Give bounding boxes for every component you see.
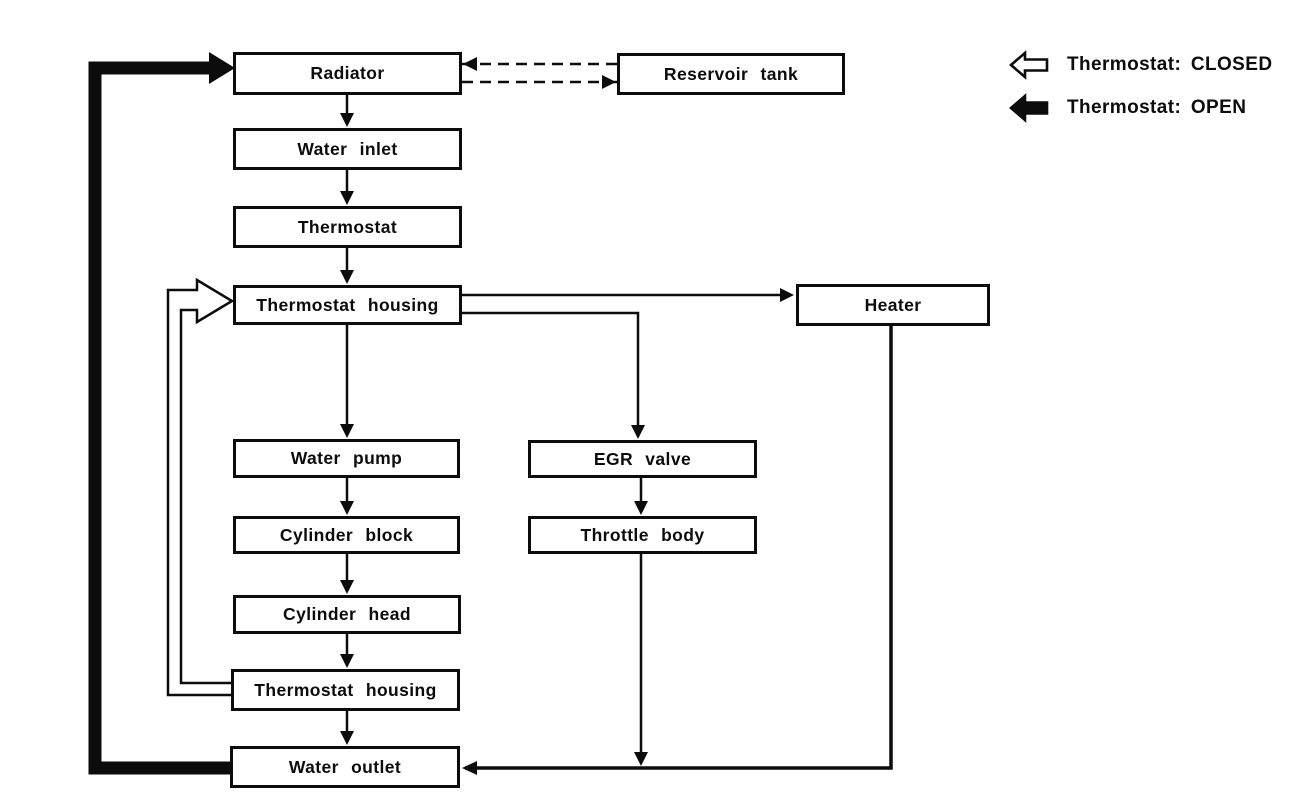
node-throttle-body: Throttle body bbox=[528, 516, 757, 554]
node-radiator: Radiator bbox=[233, 52, 462, 95]
arrowhead-into-reservoir bbox=[602, 75, 616, 89]
legend-label-thermostat-closed: Thermostat: CLOSED bbox=[1067, 54, 1273, 75]
arrowhead-heater bbox=[780, 288, 794, 302]
node-water-pump: Water pump bbox=[233, 439, 460, 478]
thick-arrowhead-into-radiator bbox=[209, 52, 235, 84]
node-cylinder-head: Cylinder head bbox=[233, 595, 461, 634]
node-egr-valve: EGR valve bbox=[528, 440, 757, 478]
edge-water-outlet-radiator-thick bbox=[88, 61, 230, 775]
node-water-outlet: Water outlet bbox=[230, 746, 460, 788]
arrowhead-water-pump bbox=[340, 424, 354, 438]
arrowhead-water-outlet-top bbox=[340, 731, 354, 745]
arrowhead-throttle-return bbox=[634, 752, 648, 766]
node-thermostat-housing-top: Thermostat housing bbox=[233, 285, 462, 325]
node-heater: Heater bbox=[796, 284, 990, 326]
arrowhead-egr bbox=[631, 425, 645, 439]
arrowhead-thermostat bbox=[340, 191, 354, 205]
arrowhead-cylinder-head bbox=[340, 580, 354, 594]
legend: Thermostat: CLOSED Thermostat: OPEN bbox=[1008, 50, 1272, 123]
node-cylinder-block: Cylinder block bbox=[233, 516, 460, 554]
node-reservoir-tank: Reservoir tank bbox=[617, 53, 845, 95]
node-thermostat: Thermostat bbox=[233, 206, 462, 248]
arrowhead-thermostat-housing-top bbox=[340, 270, 354, 284]
arrowhead-into-radiator-dashed bbox=[463, 57, 477, 71]
legend-row-thermostat-open: Thermostat: OPEN bbox=[1008, 93, 1272, 123]
thermostat-closed-arrow-icon bbox=[1009, 50, 1049, 80]
arrowhead-water-inlet bbox=[340, 113, 354, 127]
legend-label-thermostat-open: Thermostat: OPEN bbox=[1067, 97, 1247, 118]
legend-row-thermostat-closed: Thermostat: CLOSED bbox=[1008, 50, 1272, 80]
thermostat-open-arrow-icon bbox=[1009, 93, 1049, 123]
edge-bypass-hollow-pipe bbox=[166, 277, 235, 697]
node-water-inlet: Water inlet bbox=[233, 128, 462, 170]
edge-housing-egr bbox=[462, 311, 640, 428]
arrowhead-throttle bbox=[634, 501, 648, 515]
arrowhead-housing-bottom bbox=[340, 654, 354, 668]
arrowhead-cylinder-block bbox=[340, 501, 354, 515]
node-thermostat-housing-bottom: Thermostat housing bbox=[231, 669, 460, 711]
edge-heater-water-outlet bbox=[465, 326, 893, 770]
arrowhead-water-outlet-right bbox=[462, 761, 477, 775]
